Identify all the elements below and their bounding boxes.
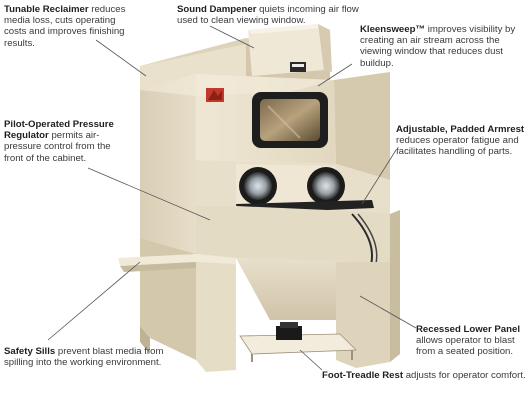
callout-armrest: Adjustable, Padded Armrest reduces opera… bbox=[396, 124, 528, 158]
foot-treadle bbox=[239, 322, 357, 362]
callout-title: Kleensweep™ bbox=[360, 24, 426, 35]
callout-title: Safety Sills bbox=[4, 346, 56, 357]
glove-port-band bbox=[196, 160, 390, 214]
callout-lower-panel: Recessed Lower Panel allows operator to … bbox=[416, 324, 528, 358]
callout-title: Adjustable, Padded Armrest bbox=[396, 124, 525, 135]
callout-text: reduces operator fatigue and facilitates… bbox=[396, 135, 519, 158]
callout-title: Sound Dampener bbox=[177, 4, 257, 15]
callout-title: Tunable Reclaimer bbox=[4, 4, 89, 15]
callout-foot-treadle: Foot-Treadle Rest adjusts for operator c… bbox=[322, 370, 526, 381]
foot-pedal bbox=[276, 326, 302, 340]
leader-tunable-reclaimer bbox=[95, 39, 147, 77]
callout-text: permits air-pressure control from the fr… bbox=[4, 130, 111, 164]
callout-kleensweep: Kleensweep™ improves visibility by creat… bbox=[360, 24, 522, 69]
callout-text: adjusts for operator comfort. bbox=[403, 370, 526, 381]
safety-sill bbox=[118, 254, 236, 272]
sound-dampener-unit bbox=[248, 24, 332, 76]
callout-tunable-reclaimer: Tunable Reclaimer reduces media loss, cu… bbox=[4, 4, 132, 49]
callout-text: reduces media loss, cuts operating costs… bbox=[4, 4, 126, 49]
callout-text: improves visibility by creating an air s… bbox=[360, 24, 516, 69]
callout-title: Pilot-Operated Pressure Regulator bbox=[4, 119, 114, 142]
callout-title: Recessed Lower Panel bbox=[416, 324, 520, 335]
leader-lines bbox=[47, 25, 417, 371]
leader-safety-sills bbox=[47, 261, 141, 341]
callout-pilot-regulator: Pilot-Operated Pressure Regulator permit… bbox=[4, 119, 116, 164]
callout-sound-dampener: Sound Dampener quiets incoming air flow … bbox=[177, 4, 367, 26]
callout-safety-sills: Safety Sills prevent blast media from sp… bbox=[4, 346, 180, 368]
callout-text: prevent blast media from spilling into t… bbox=[4, 346, 164, 369]
callout-text: allows operator to blast from a seated p… bbox=[416, 335, 515, 358]
callout-title: Foot-Treadle Rest bbox=[322, 370, 404, 381]
leader-armrest bbox=[361, 149, 397, 205]
leader-sound-dampener bbox=[209, 25, 255, 49]
leader-lower-panel bbox=[359, 295, 417, 329]
leader-pressure-regulator bbox=[87, 167, 211, 221]
callout-text: quiets incoming air flow used to clean v… bbox=[177, 4, 359, 27]
leader-foot-treadle bbox=[299, 349, 323, 371]
viewing-window bbox=[252, 92, 328, 148]
leader-kleensweep bbox=[317, 63, 353, 87]
